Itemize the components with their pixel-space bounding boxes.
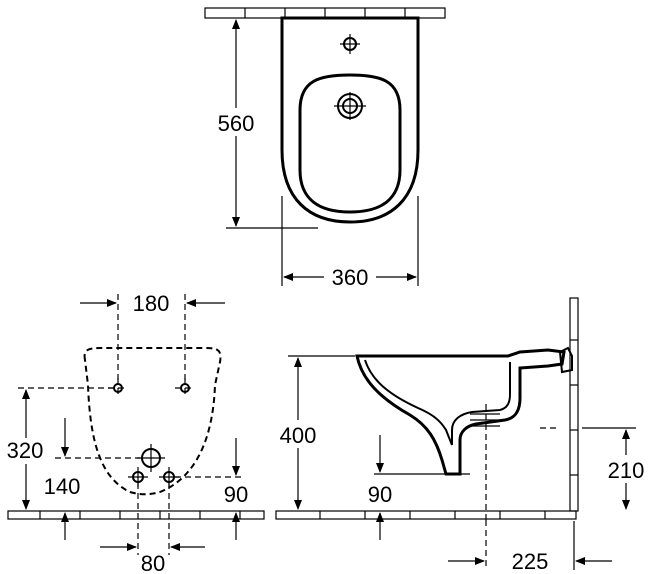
depth-label: 560 bbox=[218, 111, 255, 136]
outlet-symbol bbox=[137, 444, 165, 472]
dimension-180: 180 bbox=[80, 291, 225, 384]
front-view-floor bbox=[7, 510, 265, 520]
side-view-wall bbox=[569, 297, 579, 512]
dimension-90-front: 90 bbox=[175, 438, 248, 540]
projection-label: 225 bbox=[512, 549, 549, 574]
front-view: 180 320 140 90 80 bbox=[0, 291, 265, 574]
dimension-320: 320 bbox=[0, 387, 114, 510]
waste-pipe bbox=[470, 404, 500, 520]
top-view-bowl-inner bbox=[298, 73, 402, 214]
outlet-spacing-label: 80 bbox=[141, 551, 165, 574]
dimension-210: 210 bbox=[582, 427, 653, 510]
side-height-label: 400 bbox=[280, 423, 317, 448]
dimension-400: 400 bbox=[272, 355, 355, 510]
side-view-floor bbox=[275, 510, 577, 520]
front-view-silhouette bbox=[83, 347, 222, 496]
dimension-140: 140 bbox=[44, 418, 140, 540]
side-view-inner-section bbox=[364, 359, 511, 446]
dimension-560: 560 bbox=[210, 19, 318, 229]
top-view-bowl-outline bbox=[280, 16, 420, 224]
width-label: 360 bbox=[332, 265, 369, 290]
wall-bracket bbox=[558, 346, 573, 374]
inlet-height-label: 140 bbox=[44, 474, 81, 499]
side-bottom-offset-label: 90 bbox=[368, 482, 392, 507]
spacing-label: 180 bbox=[133, 291, 170, 316]
tap-hole-symbol bbox=[340, 34, 360, 54]
dimension-360: 360 bbox=[281, 196, 419, 291]
front-bottom-offset-label: 90 bbox=[224, 482, 248, 507]
dimension-90-side: 90 bbox=[368, 435, 470, 540]
outlet-height-label: 210 bbox=[608, 458, 645, 483]
mounting-hole-right bbox=[175, 378, 195, 398]
top-view: 560 360 bbox=[204, 7, 446, 291]
height-label: 320 bbox=[7, 438, 44, 463]
dimension-225: 225 bbox=[448, 520, 612, 574]
drain-symbol bbox=[334, 92, 366, 120]
dimension-80: 80 bbox=[100, 483, 205, 574]
side-view: 400 90 210 225 bbox=[272, 297, 653, 574]
side-view-section bbox=[355, 348, 566, 476]
